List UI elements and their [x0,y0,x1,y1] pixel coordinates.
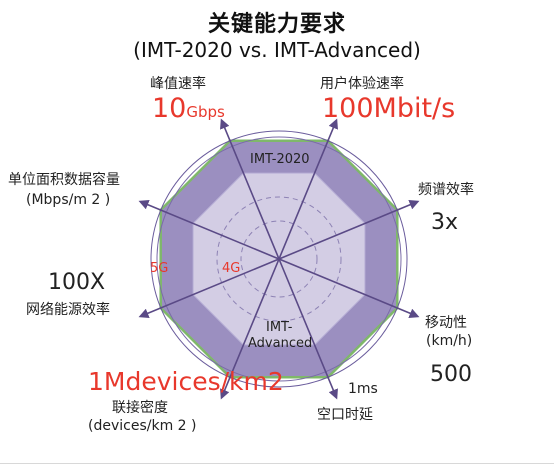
radar-axis-6 [220,258,280,400]
radar-ring-dashed-2 [216,196,342,322]
radar-axis-8 [138,200,280,260]
axis-unit-area-capacity: (Mbps/m 2 ) [26,192,111,208]
tag-5g: 5G [150,261,169,276]
axis-value-spectrum-efficiency: 3x [431,210,459,235]
axis-value-peak-rate-number: 10 [152,93,187,124]
series-label-imt-advanced-line2: Advanced [248,336,313,351]
chart-title: 关键能力要求 [207,12,346,37]
radar-axis-7 [138,258,280,318]
axis-label-latency: 空口时延 [317,407,373,423]
axis-unit-connection-density: (devices/km 2 ) [88,418,197,434]
axis-label-peak-rate: 峰值速率 [150,76,206,92]
axis-value-connection-density: 1Mdevices/km2 [88,367,284,396]
chart-subtitle: (IMT-2020 vs. IMT-Advanced) [133,38,421,62]
tag-4g: 4G [222,261,241,276]
series-label-imt2020: IMT-2020 [250,152,310,167]
radar-ring-outer [156,136,402,382]
radar-axis-5 [278,258,338,400]
axis-label-area-capacity: 单位面积数据容量 [8,172,120,188]
axis-value-user-rate: 100Mbit/s [322,93,456,124]
radar-axis-4 [278,258,420,318]
axis-value-energy-efficiency: 100X [48,270,106,295]
axis-value-mobility: 500 [430,362,472,387]
axis-label-user-rate: 用户体验速率 [320,76,404,92]
axis-value-latency: 1ms [348,381,378,397]
axis-label-energy-efficiency: 网络能源效率 [26,302,110,318]
axis-value-peak-rate: 10Gbps [152,95,225,126]
axis-label-connection-density: 联接密度 [112,400,168,416]
radar-axis-2 [278,118,338,260]
axis-label-mobility: 移动性 [425,315,467,331]
radar-ring-dashed-1 [240,220,318,298]
axis-unit-mobility: (km/h) [426,333,473,349]
radar-axis-3 [278,200,420,260]
radar-ring-boundary [150,130,408,388]
radar-axis-1 [220,118,280,260]
axis-value-peak-rate-unit: Gbps [186,103,225,121]
axis-label-spectrum-efficiency: 频谱效率 [418,182,474,198]
series-label-imt-advanced-line1: IMT- [266,320,293,335]
